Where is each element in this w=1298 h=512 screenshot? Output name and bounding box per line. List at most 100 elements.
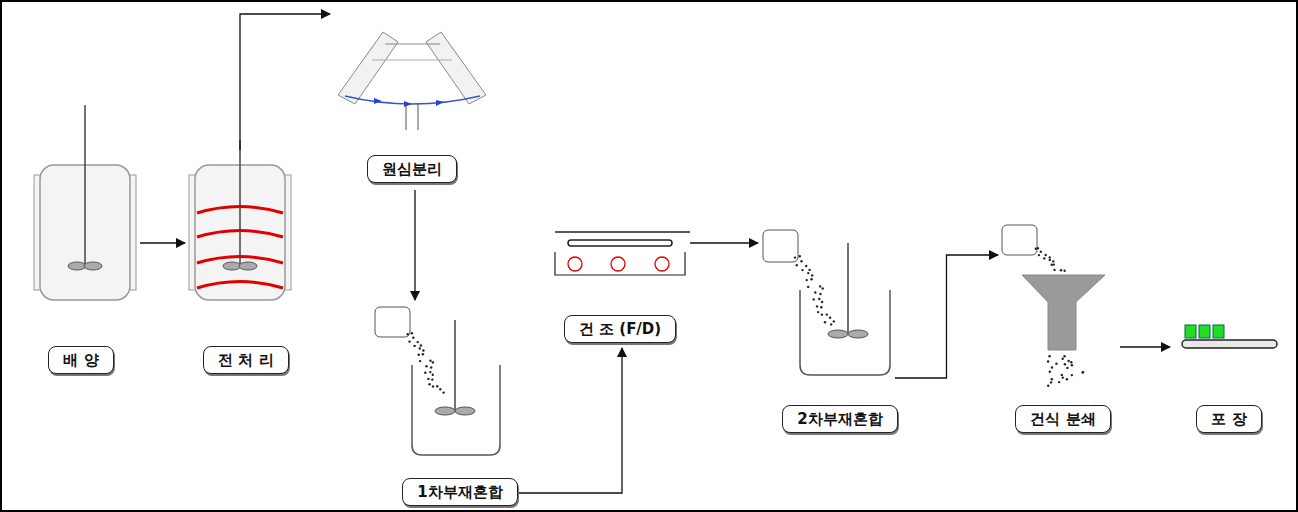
process-step: 전 처 리 <box>185 150 300 380</box>
powder-dot <box>417 341 419 343</box>
powder-dot <box>442 391 444 393</box>
powder-dot <box>425 365 427 367</box>
powder-dot <box>1062 376 1064 378</box>
powder-dot <box>422 349 424 351</box>
powder-dot <box>1063 355 1065 357</box>
powder-dot <box>1051 366 1053 368</box>
mixer-2 <box>763 230 890 375</box>
powder-dot <box>1038 254 1040 256</box>
process-step: 원심분리 <box>330 10 495 190</box>
flow-arrow <box>140 242 185 243</box>
powder-dot <box>431 378 433 380</box>
powder-dot <box>429 360 431 362</box>
flow-arrow <box>690 242 758 243</box>
powder-dot <box>830 323 832 325</box>
powder-dot <box>818 298 820 300</box>
powder-dot <box>820 306 822 308</box>
powder-dot <box>794 256 796 258</box>
step-label: 건식 분쇄 <box>1015 405 1110 433</box>
powder-dot <box>1082 371 1084 373</box>
step-label: 전 처 리 <box>203 346 288 374</box>
powder-dot <box>1070 361 1072 363</box>
powder-dot <box>427 378 429 380</box>
powder-dot <box>432 374 434 376</box>
step-label: 건 조 (F/D) <box>564 315 676 343</box>
powder-dot <box>814 291 816 293</box>
powder-dot <box>816 305 818 307</box>
powder-dot <box>436 385 438 387</box>
powder-dot <box>420 344 422 346</box>
powder-dot <box>1063 270 1065 272</box>
powder-dot <box>829 317 831 319</box>
powder-dot <box>1071 364 1073 366</box>
powder-dot <box>1035 248 1037 250</box>
process-step: 포 장 <box>1170 320 1285 438</box>
powder-dot <box>1047 360 1049 362</box>
powder-dot <box>430 366 432 368</box>
powder-dot <box>1060 269 1062 271</box>
powder-dot <box>412 337 414 339</box>
powder-dot <box>1049 256 1051 258</box>
powder-dot <box>817 311 819 313</box>
flow-arrow <box>1120 346 1170 347</box>
powder-dot <box>810 278 812 280</box>
flow-arrow <box>240 14 330 150</box>
powder-dot <box>822 287 824 289</box>
powder-dot <box>1043 257 1045 259</box>
powder-dot <box>439 388 441 390</box>
powder-dot <box>1064 363 1066 365</box>
powder-dot <box>833 320 835 322</box>
flow-arrow <box>515 348 622 493</box>
powder-dot <box>1066 378 1068 380</box>
dry-mill <box>1002 225 1105 387</box>
powder-dot <box>1037 247 1039 249</box>
powder-dot <box>807 272 809 274</box>
powder-dot <box>805 265 807 267</box>
powder-dot <box>819 293 821 295</box>
centrifuge <box>338 32 486 130</box>
powder-dot <box>1052 260 1054 262</box>
powder-dot <box>824 321 826 323</box>
culture-tank <box>34 105 136 300</box>
powder-dot <box>1081 371 1083 373</box>
step-label: 2차부재혼합 <box>782 405 897 433</box>
process-step: 건 조 (F/D) <box>550 228 690 348</box>
powder-dot <box>1040 251 1042 253</box>
powder-dot <box>806 279 808 281</box>
packaging-conveyor <box>1182 325 1277 348</box>
powder-dot <box>1071 374 1073 376</box>
powder-dot <box>1058 381 1060 383</box>
powder-dot <box>799 255 801 257</box>
powder-dot <box>821 301 823 303</box>
powder-dot <box>1062 358 1064 360</box>
powder-dot <box>800 260 802 262</box>
powder-dot <box>407 333 409 335</box>
powder-dot <box>419 347 421 349</box>
powder-dot <box>429 371 431 373</box>
process-step: 건식 분쇄 <box>998 222 1120 438</box>
process-step: 배 양 <box>30 155 140 380</box>
powder-dot <box>1047 385 1049 387</box>
powder-dot <box>1051 264 1053 266</box>
powder-dot <box>1061 374 1063 376</box>
powder-dot <box>813 298 815 300</box>
powder-dot <box>826 313 828 315</box>
step-label: 1차부재혼합 <box>402 478 517 506</box>
powder-dot <box>432 361 434 363</box>
powder-dot <box>419 360 421 362</box>
powder-dot <box>1051 378 1053 380</box>
powder-dot <box>428 383 430 385</box>
powder-dot <box>1053 269 1055 271</box>
powder-dot <box>408 340 410 342</box>
pretreatment-tank <box>189 140 291 300</box>
powder-dot <box>811 274 813 276</box>
powder-dot <box>821 313 823 315</box>
powder-dot <box>819 285 821 287</box>
step-label: 포 장 <box>1196 405 1261 433</box>
powder-dot <box>1045 254 1047 256</box>
powder-dot <box>1048 355 1050 357</box>
flow-arrow <box>895 255 998 378</box>
powder-dot <box>1055 363 1057 365</box>
